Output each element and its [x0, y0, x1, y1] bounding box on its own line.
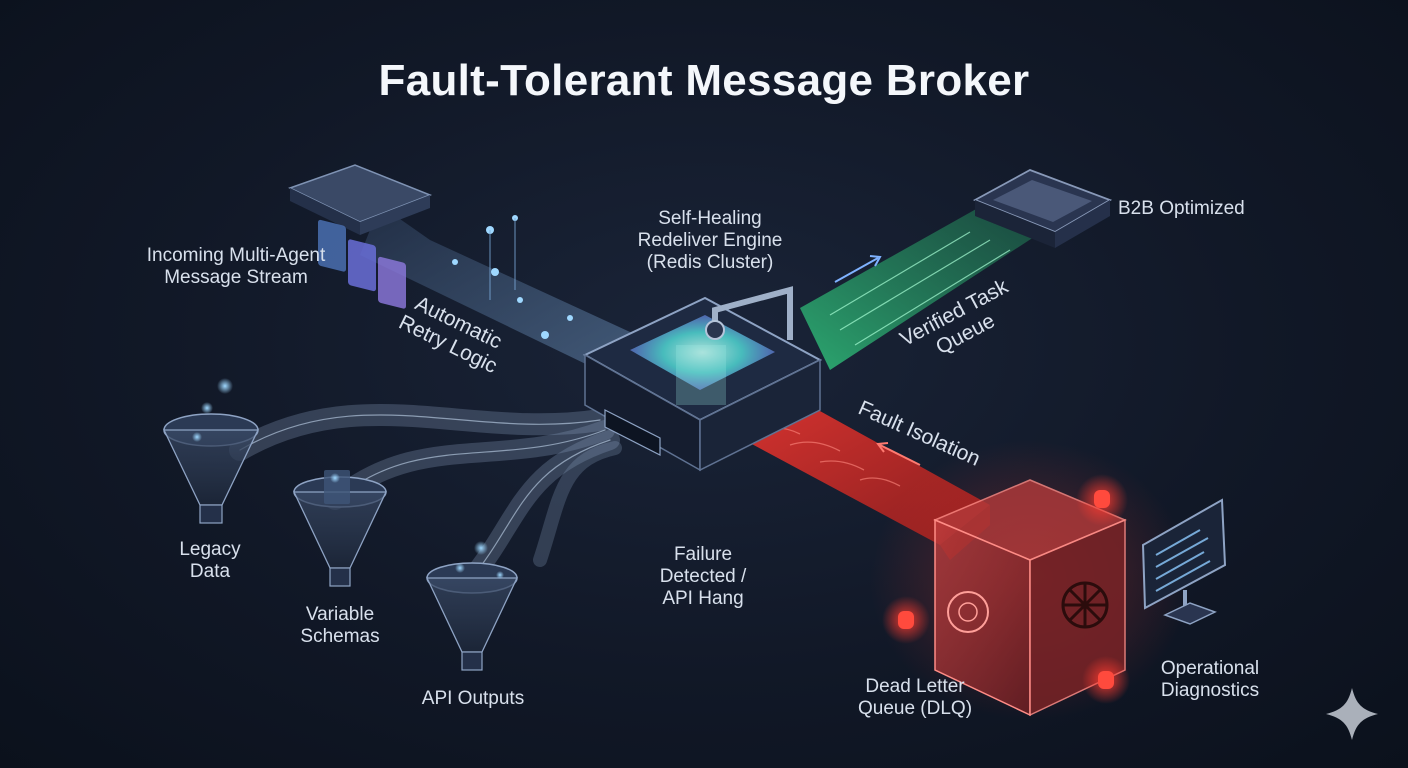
incoming-stream-label: Incoming Multi-Agent Message Stream — [146, 245, 326, 288]
operational-diagnostics-label: Operational Diagnostics — [1160, 658, 1260, 701]
alarm-light-icon — [1076, 474, 1128, 526]
queue-tray-icon — [972, 169, 1113, 248]
variable-schemas-label: Variable Schemas — [300, 604, 380, 647]
message-stack-icon — [288, 164, 433, 309]
engine-box-icon — [582, 286, 823, 472]
page-title: Fault-Tolerant Message Broker — [378, 56, 1030, 105]
verified-queue-band — [800, 190, 1060, 370]
funnel-icon — [292, 470, 388, 587]
dlq-label: Dead Letter Queue (DLQ) — [857, 676, 973, 719]
b2b-optimized-label: B2B Optimized — [1118, 198, 1245, 219]
funnel-icon — [425, 562, 519, 671]
monitor-icon — [1141, 498, 1227, 625]
api-outputs-label: API Outputs — [421, 688, 525, 709]
alarm-light-icon — [882, 596, 930, 644]
direction-arrows — [834, 255, 882, 283]
sparkle-icon — [1326, 688, 1378, 740]
fault-arrow — [876, 442, 921, 466]
legacy-data-label: Legacy Data — [179, 539, 241, 582]
particles — [192, 378, 504, 579]
engine-label: Self-Healing Redeliver Engine (Redis Clu… — [637, 208, 783, 273]
funnel-streams — [229, 403, 622, 590]
funnel-icon — [162, 413, 260, 524]
alarm-light-icon — [1082, 656, 1130, 704]
failure-detected-label: Failure Detected / API Hang — [659, 544, 747, 609]
